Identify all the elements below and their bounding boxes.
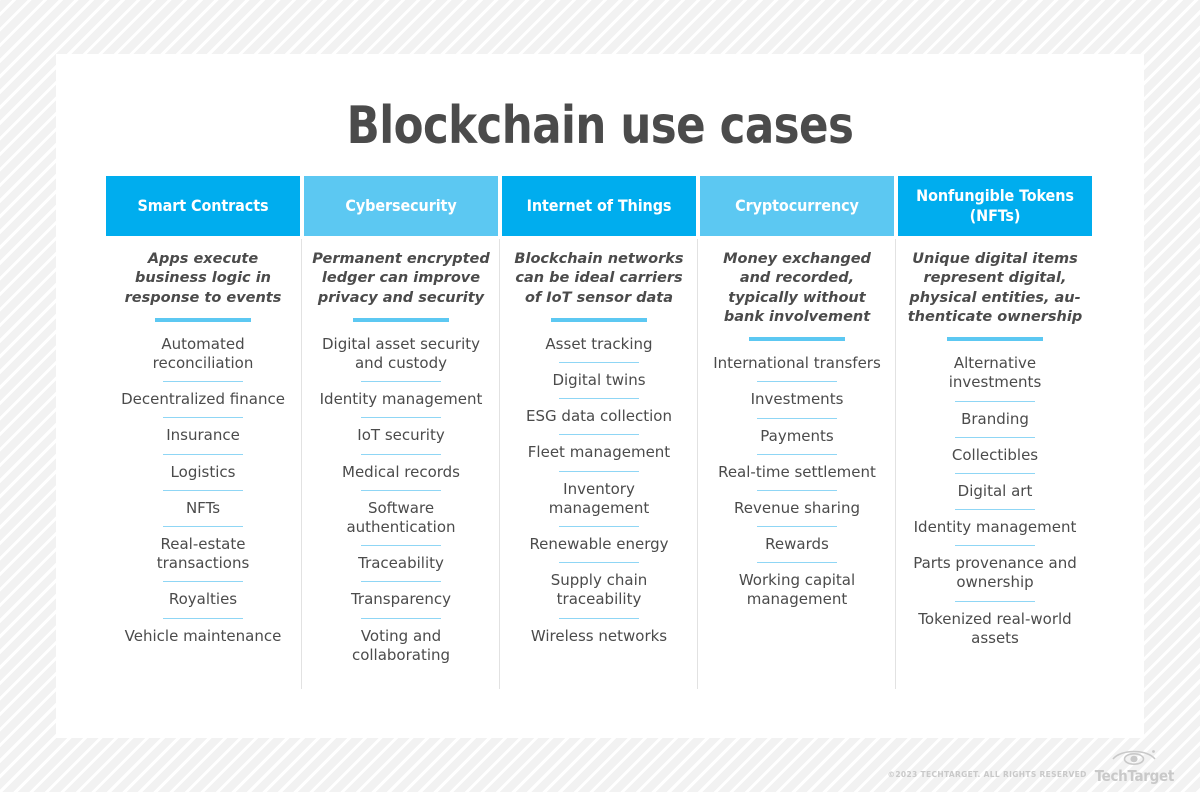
list-item[interactable]: Parts provenance and ownership [906,545,1084,600]
list-item[interactable]: Transparency [312,581,490,617]
description-divider [353,317,449,322]
techtarget-logo: TechTarget [1095,748,1174,784]
eye-icon [1111,748,1157,768]
column-description: Blockchain networks can be ideal carrier… [514,251,684,306]
list-item[interactable]: Working capital management [708,562,886,617]
column-description: Permanent encrypted ledger can improve p… [312,251,490,306]
column-header[interactable]: Smart Contracts [106,176,300,236]
column-description: Apps execute business logic in response … [124,251,282,306]
list-item[interactable]: NFTs [114,490,292,526]
column-header[interactable]: Nonfungible Tokens (NFTs) [898,176,1092,236]
list-item[interactable]: Alternative investments [948,354,1042,392]
list-item[interactable]: Wireless networks [510,618,688,654]
list-item[interactable]: Rewards [708,526,886,562]
list-item[interactable]: Software authentication [312,490,490,545]
column-header[interactable]: Cryptocurrency [700,176,894,236]
list-item[interactable]: Voting and collaborating [312,618,490,673]
list-item[interactable]: Digital art [906,473,1084,509]
list-item[interactable]: Revenue sharing [708,490,886,526]
footer: ©2023 TECHTARGET. ALL RIGHTS RESERVED Te… [887,748,1174,784]
list-item[interactable]: Logistics [114,454,292,490]
list-item[interactable]: Investments [708,381,886,417]
column-header[interactable]: Internet of Things [502,176,696,236]
use-case-column: Nonfungible Tokens (NFTs) Unique digital … [895,176,1094,689]
description-divider [947,337,1043,342]
description-divider [155,317,251,322]
list-item[interactable]: Digital twins [510,362,688,398]
list-item[interactable]: Vehicle maintenance [114,618,292,654]
description-divider [551,317,647,322]
list-item[interactable]: Fleet management [510,434,688,470]
column-header[interactable]: Cybersecurity [304,176,498,236]
list-item[interactable]: Medical records [312,454,490,490]
list-item[interactable]: Traceability [312,545,490,581]
list-item[interactable]: Real-estate transactions [114,526,292,581]
list-item[interactable]: Royalties [114,581,292,617]
list-item[interactable]: Inventory management [510,471,688,526]
list-item[interactable]: Asset tracking [545,334,653,353]
list-item[interactable]: Payments [708,418,886,454]
list-item[interactable]: Real-time settlement [708,454,886,490]
list-item[interactable]: Renewable energy [510,526,688,562]
list-item[interactable]: Supply chain traceability [510,562,688,617]
description-divider [749,337,845,342]
list-item[interactable]: Automated reconciliation [152,334,254,373]
list-item[interactable]: Insurance [114,417,292,453]
page-title: Blockchain use cases [346,96,854,156]
techtarget-wordmark: TechTarget [1094,767,1175,785]
list-item[interactable]: Tokenized real-world assets [906,601,1084,656]
list-item[interactable]: Identity management [906,509,1084,545]
list-item[interactable]: ESG data collection [510,398,688,434]
copyright-text: ©2023 TECHTARGET. ALL RIGHTS RESERVED [887,770,1087,779]
list-item[interactable]: IoT security [312,417,490,453]
list-item[interactable]: International transfers [713,354,881,373]
list-item[interactable]: Identity management [312,381,490,417]
column-description: Unique digital items represent digital, … [907,251,1083,325]
list-item[interactable]: Digital asset security and custody [321,334,480,373]
list-item[interactable]: Branding [906,401,1084,437]
list-item[interactable]: Collectibles [906,437,1084,473]
list-item[interactable]: Decentralized finance [114,381,292,417]
column-description: Money exchanged and recorded, typically … [723,251,871,325]
